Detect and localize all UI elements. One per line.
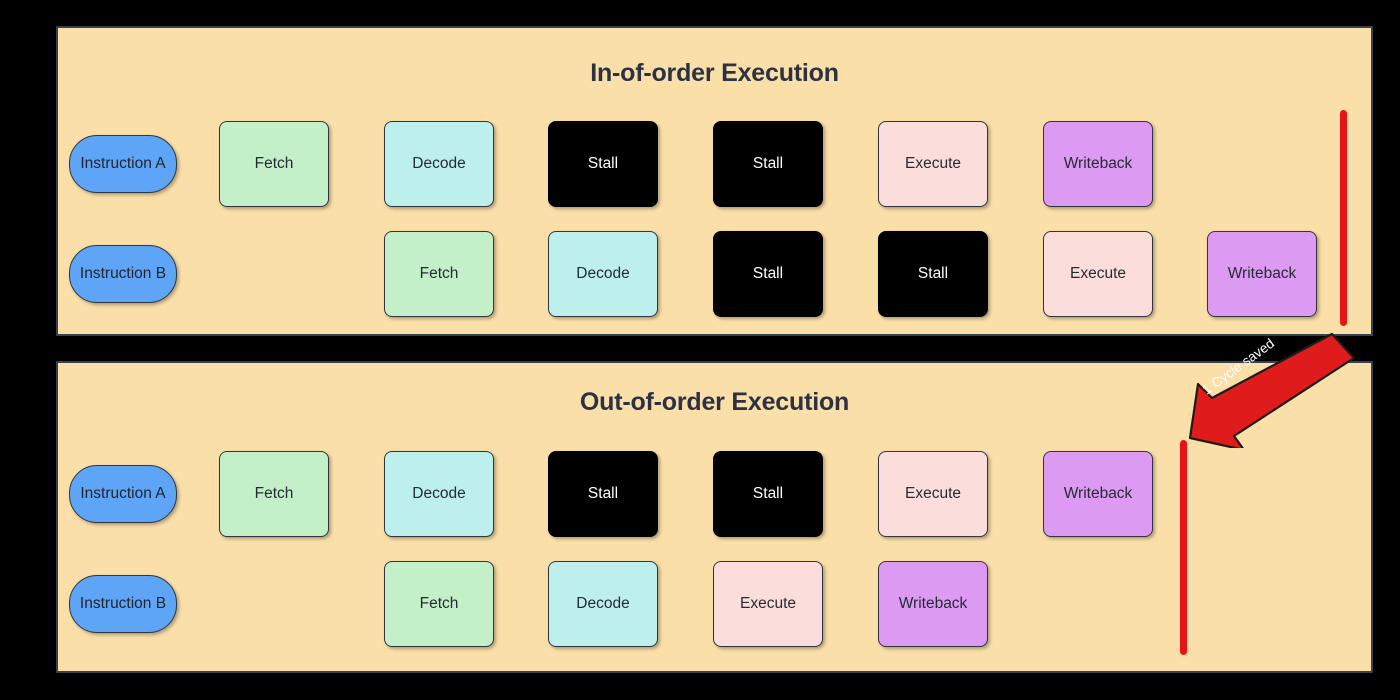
stage-cell-writeback: Writeback bbox=[1043, 451, 1153, 537]
stage-cell-fetch: Fetch bbox=[384, 231, 494, 317]
arrow-shape-icon bbox=[1188, 332, 1356, 448]
stage-cell-decode: Decode bbox=[384, 121, 494, 207]
stage-cell-fetch: Fetch bbox=[219, 451, 329, 537]
cycle-marker-line-in-order bbox=[1340, 110, 1347, 326]
cycle-saved-arrow: 1 Cycle saved bbox=[1186, 332, 1356, 448]
stage-cell-fetch: Fetch bbox=[384, 561, 494, 647]
stage-cell-writeback: Writeback bbox=[1043, 121, 1153, 207]
stage-cell-decode: Decode bbox=[384, 451, 494, 537]
stage-cell-execute: Execute bbox=[1043, 231, 1153, 317]
panel-title: In-of-order Execution bbox=[590, 59, 839, 87]
stage-cell-decode: Decode bbox=[548, 561, 658, 647]
stage-cell-execute: Execute bbox=[713, 561, 823, 647]
stage-cell-stall: Stall bbox=[548, 121, 658, 207]
instruction-pill: Instruction A bbox=[69, 465, 177, 523]
stage-cell-stall: Stall bbox=[713, 451, 823, 537]
stage-cell-writeback: Writeback bbox=[1207, 231, 1317, 317]
stage-cell-fetch: Fetch bbox=[219, 121, 329, 207]
instruction-pill: Instruction A bbox=[69, 135, 177, 193]
stage-cell-decode: Decode bbox=[548, 231, 658, 317]
instruction-pill: Instruction B bbox=[69, 575, 177, 633]
stage-cell-execute: Execute bbox=[878, 121, 988, 207]
cycle-marker-line-out-of-order bbox=[1180, 440, 1187, 655]
stage-cell-writeback: Writeback bbox=[878, 561, 988, 647]
stage-cell-execute: Execute bbox=[878, 451, 988, 537]
stage-cell-stall: Stall bbox=[713, 231, 823, 317]
instruction-pill: Instruction B bbox=[69, 245, 177, 303]
panel-title: Out-of-order Execution bbox=[579, 388, 850, 416]
stage-cell-stall: Stall bbox=[713, 121, 823, 207]
stage-cell-stall: Stall bbox=[878, 231, 988, 317]
stage-cell-stall: Stall bbox=[548, 451, 658, 537]
